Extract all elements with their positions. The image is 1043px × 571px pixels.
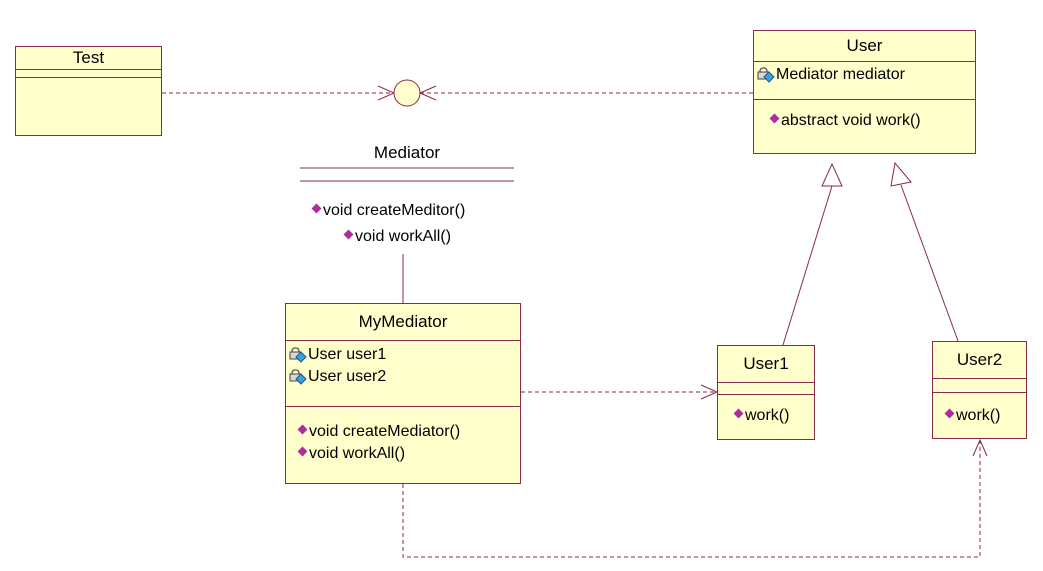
operation-label: void createMeditor() <box>323 202 466 219</box>
class-user[interactable]: User Mediator mediator abstract void wor… <box>753 30 976 154</box>
attribute-label: User user1 <box>308 346 387 363</box>
generalization-arrowhead-user1 <box>821 162 843 187</box>
class-user1-operations: work() <box>718 395 814 427</box>
interface-mediator-name[interactable]: Mediator <box>373 143 441 162</box>
attribute-label: Mediator mediator <box>776 66 905 83</box>
operation-row: work() <box>943 405 1026 427</box>
class-user2[interactable]: User2 work() <box>932 341 1027 439</box>
operation-label: work() <box>956 407 1001 424</box>
operation-label: void createMediator() <box>309 423 461 440</box>
class-user-attributes: Mediator mediator <box>754 62 975 100</box>
operation-label: abstract void work() <box>781 112 921 129</box>
operation-row: void workAll() <box>296 443 520 465</box>
attribute-row: User user1 <box>286 344 520 366</box>
private-attribute-lock-icon <box>289 369 307 385</box>
operation-diamond-icon <box>769 113 780 123</box>
operation-diamond-icon <box>311 203 322 213</box>
generalization-arrowhead-user2 <box>890 161 912 187</box>
operation-diamond-icon <box>343 229 354 239</box>
class-user2-operations: work() <box>933 393 1026 427</box>
mediator-interface-lollipop <box>393 79 421 107</box>
interface-mediator-operation: void createMeditor() <box>311 200 466 222</box>
private-attribute-lock-icon <box>757 67 775 83</box>
generalization-user1 <box>782 185 833 346</box>
dependency-arrowhead-user <box>418 85 437 101</box>
attribute-label: User user2 <box>308 368 387 385</box>
class-user2-attributes <box>933 379 1026 393</box>
operation-row: abstract void work() <box>768 110 975 132</box>
attribute-row: Mediator mediator <box>754 64 975 86</box>
operation-diamond-icon <box>297 424 308 434</box>
class-user2-name: User2 <box>933 342 1026 379</box>
class-mymediator-name: MyMediator <box>286 304 520 341</box>
dependency-arrowhead-test <box>377 85 396 101</box>
operation-row: work() <box>732 405 814 427</box>
class-mymediator-operations: void createMediator() void workAll() <box>286 407 520 465</box>
operation-row: void createMediator() <box>296 421 520 443</box>
operation-label: void workAll() <box>309 445 406 462</box>
class-test-operations <box>16 78 161 136</box>
class-user1-attributes <box>718 383 814 395</box>
operation-label: work() <box>745 407 790 424</box>
attribute-row: User user2 <box>286 366 520 388</box>
class-mymediator-attributes: User user1 User user2 <box>286 341 520 407</box>
operation-label: void workAll() <box>355 228 452 245</box>
interface-mediator-operation: void workAll() <box>343 226 452 248</box>
dependency-arrowhead-user2 <box>972 438 988 457</box>
class-user-operations: abstract void work() <box>754 100 975 132</box>
class-test-attributes <box>16 70 161 78</box>
class-mymediator[interactable]: MyMediator User user1 User user2 <box>285 303 521 484</box>
class-user1-name: User1 <box>718 346 814 383</box>
generalization-user2 <box>900 184 959 342</box>
operation-diamond-icon <box>733 408 744 418</box>
private-attribute-lock-icon <box>289 347 307 363</box>
class-user1[interactable]: User1 work() <box>717 345 815 440</box>
operation-diamond-icon <box>297 446 308 456</box>
class-test[interactable]: Test <box>15 46 162 136</box>
class-test-name: Test <box>16 47 161 70</box>
operation-diamond-icon <box>944 408 955 418</box>
dependency-arrowhead-user1 <box>700 384 719 400</box>
class-user-name: User <box>754 31 975 62</box>
